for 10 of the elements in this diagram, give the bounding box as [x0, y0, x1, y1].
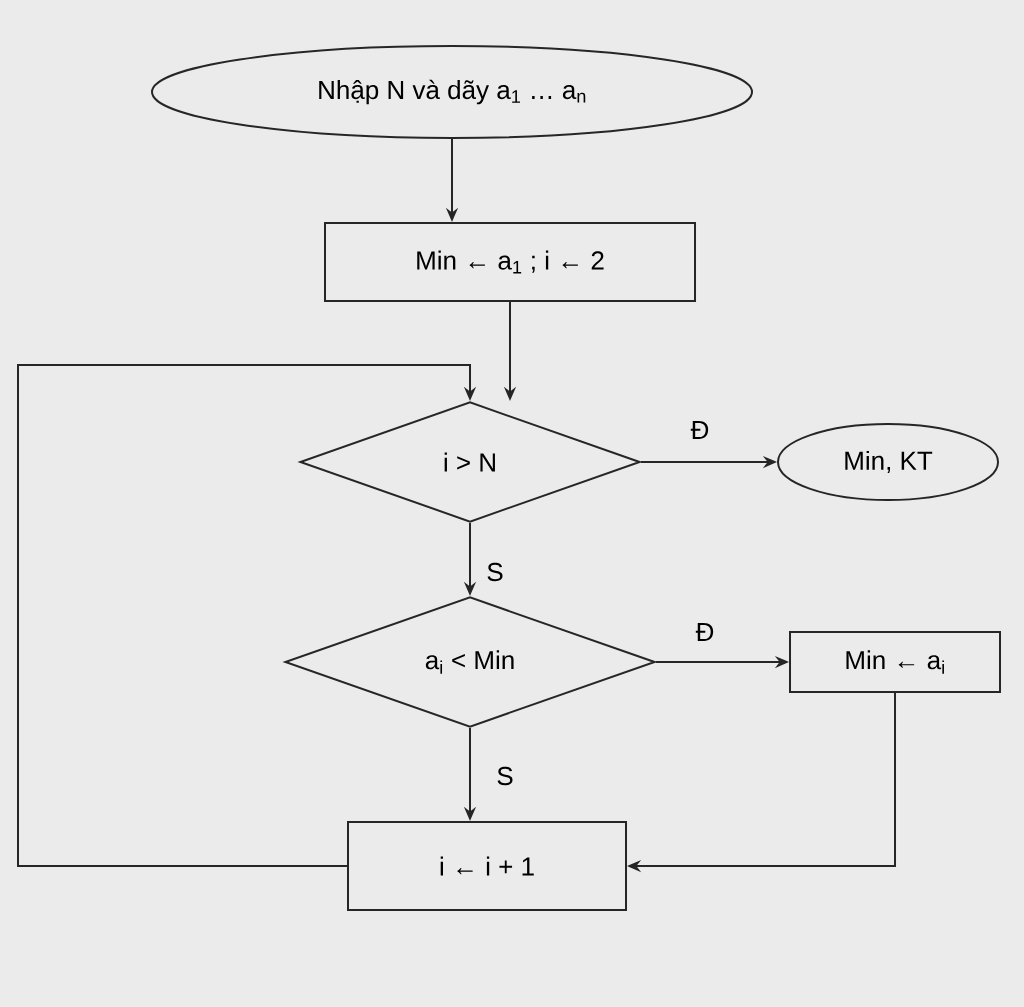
edge-label: S [484, 560, 506, 584]
terminal-oval: Min, KT [777, 423, 999, 501]
terminal-oval: Nhập N và dãy a$_{1}$ … a$_{n}$ [151, 45, 753, 139]
edge-label: Đ [693, 621, 717, 643]
process-box: i ← i + 1 [347, 821, 627, 911]
edge-label: S [494, 764, 516, 788]
process-box: Min ← a$_{1}$ ; i ← 2 [324, 222, 696, 302]
process-box: Min ← a$_{i}$ [789, 631, 1001, 693]
arrow [17, 364, 477, 867]
edge-label: Đ [688, 419, 712, 441]
